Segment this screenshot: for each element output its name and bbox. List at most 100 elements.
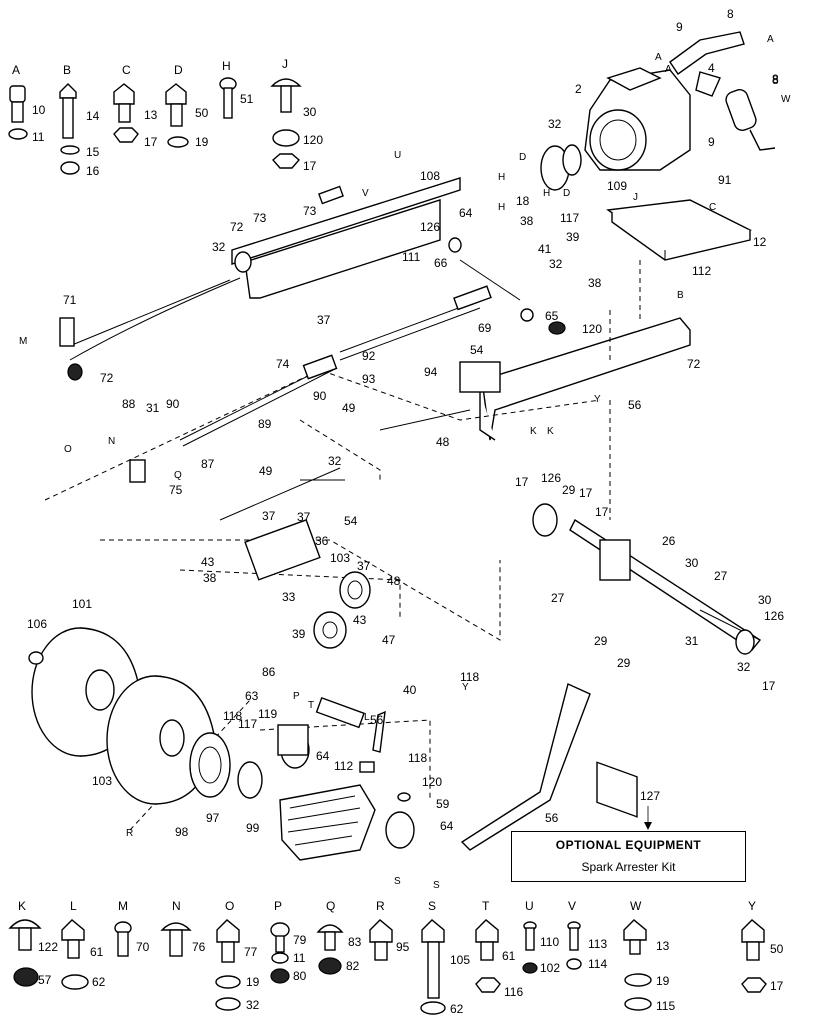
callout-127-arrowhead xyxy=(644,822,652,830)
svg-text:38: 38 xyxy=(520,214,534,228)
svg-text:98: 98 xyxy=(175,825,189,839)
bottom-hardware-row: K 122 57 L 61 62 M 70 N 76 O 77 19 32 P xyxy=(8,899,784,1016)
svg-text:17: 17 xyxy=(762,679,776,693)
svg-text:73: 73 xyxy=(253,211,267,225)
svg-text:56: 56 xyxy=(545,811,559,825)
svg-text:27: 27 xyxy=(714,569,728,583)
svg-text:56: 56 xyxy=(370,713,384,727)
svg-text:17: 17 xyxy=(515,475,529,489)
svg-text:50: 50 xyxy=(195,106,209,120)
svg-text:62: 62 xyxy=(92,975,106,989)
svg-text:H: H xyxy=(543,188,550,199)
svg-text:120: 120 xyxy=(422,775,442,789)
control-rods xyxy=(69,259,761,641)
svg-text:111: 111 xyxy=(402,250,421,264)
svg-text:110: 110 xyxy=(540,935,559,949)
svg-text:36: 36 xyxy=(315,534,329,548)
svg-text:8: 8 xyxy=(772,73,779,87)
svg-text:43: 43 xyxy=(353,613,367,627)
svg-text:103: 103 xyxy=(330,551,350,565)
svg-text:17: 17 xyxy=(303,159,317,173)
svg-text:49: 49 xyxy=(259,464,273,478)
svg-text:72: 72 xyxy=(230,220,244,234)
svg-text:74: 74 xyxy=(276,357,290,371)
svg-text:P: P xyxy=(293,691,300,702)
svg-text:56: 56 xyxy=(628,398,642,412)
svg-text:A: A xyxy=(665,64,672,75)
svg-text:106: 106 xyxy=(27,617,47,631)
svg-text:U: U xyxy=(394,150,401,161)
svg-text:43: 43 xyxy=(201,555,215,569)
svg-text:O: O xyxy=(225,899,234,913)
svg-text:32: 32 xyxy=(737,660,751,674)
svg-text:61: 61 xyxy=(502,949,516,963)
svg-text:2: 2 xyxy=(575,82,582,96)
svg-text:126: 126 xyxy=(420,220,440,234)
svg-text:118: 118 xyxy=(408,751,427,765)
svg-text:62: 62 xyxy=(450,1002,464,1016)
hardware-H: H 51 xyxy=(219,59,254,119)
svg-text:97: 97 xyxy=(206,811,220,825)
svg-text:N: N xyxy=(108,436,115,447)
svg-text:A: A xyxy=(767,34,774,45)
svg-text:32: 32 xyxy=(212,240,226,254)
svg-text:Y: Y xyxy=(748,899,756,913)
svg-text:112: 112 xyxy=(334,759,353,773)
svg-text:19: 19 xyxy=(246,975,260,989)
svg-text:86: 86 xyxy=(262,665,276,679)
svg-text:116: 116 xyxy=(504,985,523,999)
svg-text:83: 83 xyxy=(348,935,362,949)
svg-text:38: 38 xyxy=(203,571,217,585)
engine-assembly xyxy=(540,31,776,261)
svg-text:12: 12 xyxy=(753,235,767,249)
svg-text:115: 115 xyxy=(656,999,675,1013)
svg-text:64: 64 xyxy=(459,206,473,220)
hardware-A: A 10 11 xyxy=(8,63,46,144)
svg-text:65: 65 xyxy=(545,309,559,323)
svg-text:79: 79 xyxy=(293,933,307,947)
frame-rails xyxy=(231,177,762,818)
svg-text:122: 122 xyxy=(38,940,58,954)
svg-text:76: 76 xyxy=(192,940,206,954)
svg-text:63: 63 xyxy=(245,689,259,703)
svg-text:54: 54 xyxy=(344,514,358,528)
svg-text:M: M xyxy=(19,336,27,347)
svg-text:30: 30 xyxy=(758,593,772,607)
svg-text:B: B xyxy=(63,63,71,77)
transaxle xyxy=(279,784,376,861)
svg-text:88: 88 xyxy=(122,397,136,411)
svg-text:126: 126 xyxy=(764,609,784,623)
svg-text:W: W xyxy=(781,94,791,105)
svg-text:D: D xyxy=(563,188,570,199)
svg-text:113: 113 xyxy=(588,937,607,951)
svg-text:Q: Q xyxy=(174,470,182,481)
svg-text:D: D xyxy=(174,63,183,77)
svg-text:61: 61 xyxy=(90,945,104,959)
svg-text:B: B xyxy=(677,290,684,301)
svg-text:8: 8 xyxy=(772,72,779,86)
alignment-lines xyxy=(44,260,641,831)
svg-text:J: J xyxy=(282,57,288,71)
svg-text:72: 72 xyxy=(100,371,114,385)
svg-text:29: 29 xyxy=(617,656,631,670)
svg-text:39: 39 xyxy=(292,627,306,641)
svg-text:99: 99 xyxy=(246,821,260,835)
svg-text:57: 57 xyxy=(38,973,52,987)
svg-text:H: H xyxy=(498,172,505,183)
svg-text:101: 101 xyxy=(72,597,92,611)
svg-text:O: O xyxy=(64,444,72,455)
svg-text:40: 40 xyxy=(403,683,417,697)
svg-text:9: 9 xyxy=(708,135,715,149)
svg-text:75: 75 xyxy=(169,483,183,497)
svg-text:19: 19 xyxy=(195,135,209,149)
svg-text:120: 120 xyxy=(303,133,323,147)
svg-text:31: 31 xyxy=(685,634,699,648)
svg-text:54: 54 xyxy=(470,343,484,357)
svg-text:C: C xyxy=(122,63,131,77)
svg-text:72: 72 xyxy=(687,357,701,371)
svg-text:26: 26 xyxy=(662,534,676,548)
svg-text:37: 37 xyxy=(297,510,311,524)
rear-wheels xyxy=(31,627,263,805)
svg-text:71: 71 xyxy=(63,293,77,307)
